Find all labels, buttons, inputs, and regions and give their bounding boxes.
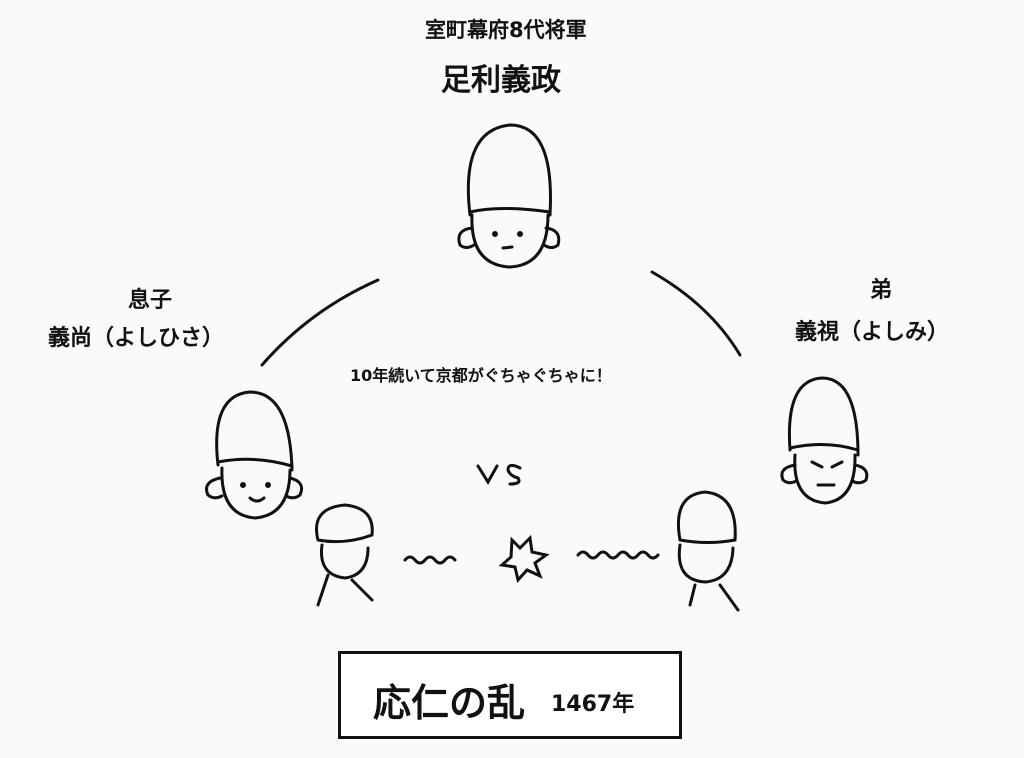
left-name: 義尚（よしひさ） [48,326,225,351]
wave-right [576,550,660,560]
caption: 10年続いて京都がぐちゃぐちゃに！ [350,366,612,385]
title-box: 応仁の乱 1467年 [338,651,682,739]
event-title: 応仁の乱 [373,681,526,725]
top-role: 室町幕府8代将軍 [425,18,587,42]
wave-left [403,555,457,565]
left-relation: 息子 [128,288,173,313]
right-soldier [676,490,740,612]
yoshihisa-figure [205,390,304,520]
yoshimi-figure [780,376,869,505]
clash-icon [498,534,550,584]
left-soldier [315,503,374,607]
line-right [650,270,742,357]
right-relation: 弟 [870,278,893,303]
line-left [260,278,380,367]
vs-mark [476,463,522,486]
event-year: 1467年 [551,692,635,717]
top-name: 足利義政 [441,63,561,98]
yoshimasa-figure [457,123,561,269]
right-name: 義視（よしみ） [795,320,950,345]
